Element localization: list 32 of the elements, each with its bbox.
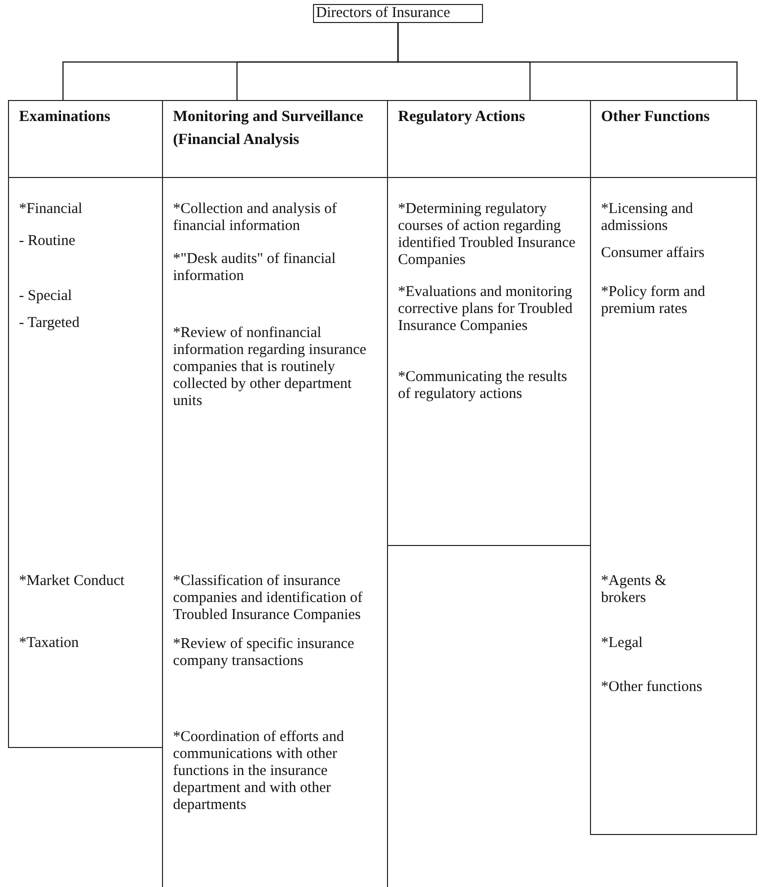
function-item: *Evaluations and monitoring corrective plans for Troubled Insurance Companies [398, 284, 574, 335]
function-item: *"Desk audits" of financial information [173, 251, 337, 285]
function-item: *Collection and analysis of financial information [173, 201, 338, 235]
column-header: Examinations [9, 101, 162, 178]
function-item: *Licensing and admissions [601, 201, 694, 235]
function-item: - Routine [19, 233, 76, 250]
box-title: Directors of Insurance [315, 5, 452, 22]
function-item: *Determining regulatory courses of action regarding identified Troubled Insurance Companies [398, 201, 576, 269]
function-item: - Special [19, 288, 73, 305]
connector-line [397, 23, 738, 100]
function-item: *Review of specific insurance company transactions [173, 636, 356, 670]
function-item: - Targeted [19, 315, 80, 332]
function-column [8, 100, 163, 748]
function-item: *Communicating the results of regulatory actions [398, 369, 568, 403]
function-item: *Legal [601, 635, 644, 652]
function-column [387, 100, 591, 546]
function-column [162, 100, 388, 887]
function-item: *Financial [19, 201, 84, 218]
function-item: Consumer affairs [601, 245, 706, 262]
function-item: *Market Conduct [19, 573, 126, 590]
function-item: *Classification of insurance companies and identification of Troubled Insurance Companies [173, 573, 364, 624]
column-header: Regulatory Actions [388, 101, 590, 178]
function-column [590, 100, 757, 835]
function-item: *Policy form and premium rates [601, 284, 706, 318]
column-header: Monitoring and Surveillance (Financial Analysis [163, 101, 387, 178]
function-item: *Taxation [19, 635, 80, 652]
function-item: *Agents & brokers [601, 573, 668, 607]
function-item: *Other functions [601, 679, 704, 696]
function-item: *Coordination of efforts and communications with other functions in the insurance department and with other departments [173, 729, 345, 814]
title-box [313, 4, 483, 23]
column-header: Other Functions [591, 101, 756, 178]
function-item: *Review of nonfinancial information regarding insurance companies that is routinely collected by other department units [173, 325, 368, 410]
